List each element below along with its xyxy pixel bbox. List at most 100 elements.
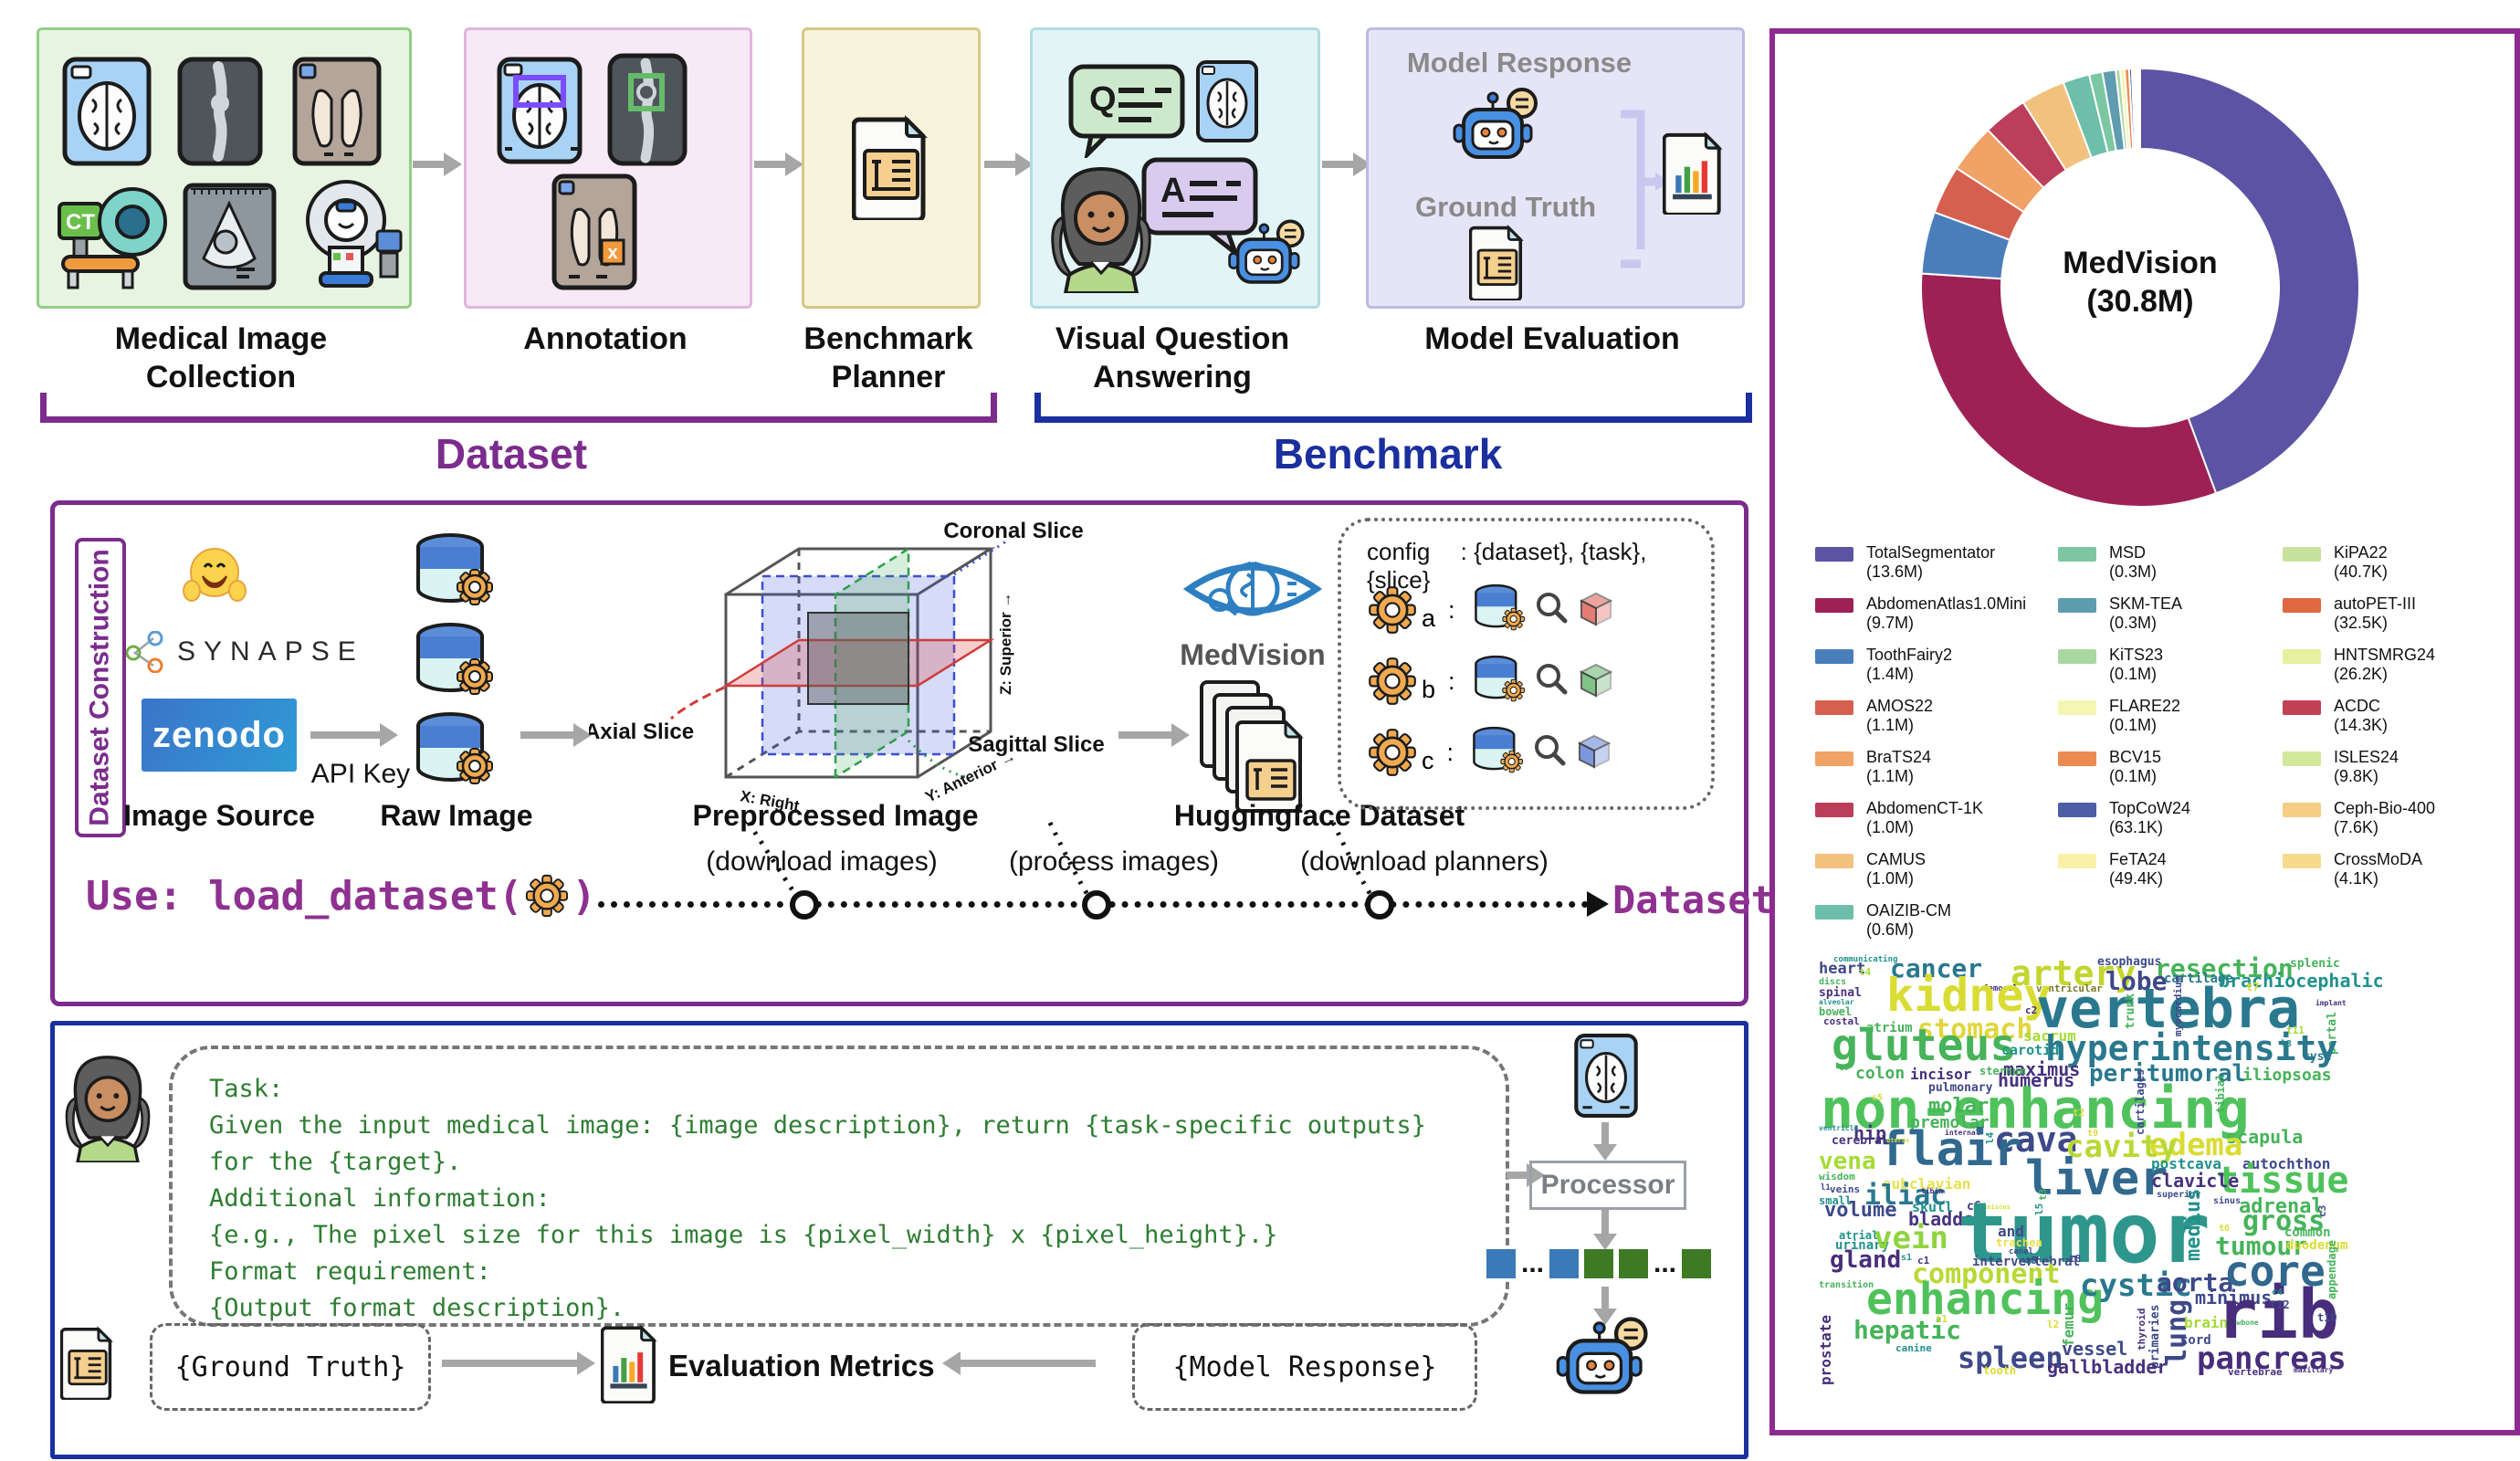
wordcloud-word: cartilages [2134,1068,2147,1135]
wordcloud-word: c3 [2316,1204,2328,1217]
wordcloud-word: common [2284,1225,2331,1240]
wordcloud-word: spleen [1958,1340,2063,1375]
vqa-robot-icon [1228,219,1305,284]
wordcloud-word: sinus [2213,1196,2242,1206]
planner-document-icon [852,115,928,220]
wordcloud-word: wisdom [1819,1171,1855,1182]
svg-text:x: x [607,243,617,263]
wordcloud-word: scapula [2226,1126,2304,1148]
wordcloud-word: urinary [1835,1238,1890,1253]
wordcloud-word: hyperintensity [2045,1028,2338,1068]
benchmark-person-icon [65,1056,151,1162]
wordcloud-word: maxillary [2294,1366,2334,1374]
config-row-c: c: [1367,720,1696,784]
wordcloud-word: adrenal [2239,1195,2324,1218]
legend-label: TotalSegmentator(13.6M) [1866,543,1996,581]
wordcloud-word: transition [1819,1280,1874,1290]
legend-swatch [2283,803,2321,817]
wordcloud-word: costal [1823,1015,1860,1027]
wordcloud-word: ventricle [1819,1124,1859,1132]
wordcloud-word: appendage [2326,1239,2338,1299]
wordcloud-word: t8 [2069,1253,2082,1265]
legend-item-autoPET-III: autoPET-III(32.5K) [2283,594,2416,633]
legend-swatch [2283,700,2321,715]
wordcloud-word: vessel [2062,1338,2128,1360]
wordcloud-word: edema [2149,1127,2243,1163]
wordcloud-word: enhancing [1866,1274,2105,1325]
legend-item-Ceph-Bio-400: Ceph-Bio-400(7.6K) [2283,799,2435,837]
svg-text:Q: Q [1089,80,1117,119]
evaluation-doc-icon [601,1324,657,1403]
wordcloud-word: superior [2157,1190,2201,1200]
vqa-person-icon [1051,166,1151,293]
legend-item-ACDC: ACDC(14.3K) [2283,697,2388,735]
brain-xray-icon [62,57,152,166]
dataset-construction-panel: Dataset Construction SYNAPSE zenodo Imag… [50,500,1774,1006]
wordcloud-word: implant [2315,999,2347,1007]
wordcloud-word: minimus [2195,1287,2273,1309]
dataset-bracket-label: Dataset [435,430,588,478]
ground-truth-doc-icon [1469,225,1524,300]
wordcloud-word: cerebral [1832,1134,1889,1148]
wordcloud-word: brachiocephalic [2219,970,2384,992]
wordcloud-word: iliac [1864,1180,1948,1212]
legend-swatch [1815,700,1853,715]
legend-swatch [2283,547,2321,562]
wordcloud-word: c6 [1967,1200,1981,1214]
wordcloud-word: cavity [2065,1129,2178,1165]
evaluation-metrics-label: Evaluation Metrics [668,1349,935,1382]
legend-label: KiPA22(40.7K) [2334,543,2389,581]
arrow-mr-to-metrics [942,1351,1096,1375]
dataset-bracket [40,393,997,423]
svg-text:A: A [1160,172,1185,210]
legend-swatch [2283,854,2321,868]
wordcloud-word: t11 [2286,1025,2305,1036]
ground-truth-label: Ground Truth [1414,191,1597,223]
wordcloud-word: esophagus [2097,955,2162,969]
vqa-brain-card-icon [1196,60,1258,142]
flow-label-download-planners: (download planners) [1300,846,1549,877]
medvision-donut-chart [1920,67,2360,508]
flow-end-dataset-label: Dataset [1612,878,1775,922]
wordcloud-word: autochthon [2242,1155,2331,1172]
flow-node-2 [1082,890,1111,920]
question-bubble-icon: Q [1068,64,1185,158]
wordcloud-word: hepatic [1853,1315,1962,1345]
wordcloud-word: spinal [1819,986,1862,1000]
ground-truth-box: {Ground Truth} [150,1323,431,1411]
wordcloud-word: bowel [1819,1005,1853,1018]
legend-swatch [2283,752,2321,766]
prompt-line: {e.g., The pixel size for this image is … [209,1221,1278,1249]
donut-center-label: MedVision (30.8M) [2063,246,2218,319]
wordcloud-word: communicating [1833,955,1898,964]
wordcloud-word: lung [2161,1298,2193,1365]
prompt-line: Additional information: [209,1184,551,1213]
wordcloud-word: skull [1912,1199,1954,1215]
synapse-label: SYNAPSE [177,636,364,667]
legend-item-KiTS23: KiTS23(0.1M) [2058,646,2163,684]
legend-label: FeTA24(49.4K) [2109,850,2167,888]
wordcloud-word: myocardium [2172,975,2184,1036]
arrow-gt-to-metrics [442,1351,595,1375]
processor-label: Processor [1540,1170,1675,1200]
benchmark-bracket-label: Benchmark [1273,430,1503,478]
wordcloud-word: cord [2180,1333,2211,1348]
synapse-logo: SYNAPSE [126,631,364,673]
legend-swatch [1815,905,1853,920]
medvision-eye-logo [1182,561,1323,616]
legend-item-AbdomenAtlas1.0Mini: AbdomenAtlas1.0Mini(9.7M) [1815,594,2026,633]
wordcloud-word: cartilage [2164,972,2233,986]
wordcloud-word: t6 [2219,1224,2231,1234]
benchmark-panel: Task:Given the input medical image: {ima… [50,1021,1748,1459]
legend-label: MSD(0.3M) [2109,543,2158,581]
wordcloud-word: heart [1819,960,1866,978]
z-axis-label: Z: Superior → [997,593,1014,695]
prompt-line: for the {target}. [209,1148,462,1176]
legend-label: OAIZIB-CM(0.6M) [1866,901,1951,939]
arrow-prompt-to-processor [1507,1163,1545,1187]
legend-item-MSD: MSD(0.3M) [2058,543,2157,582]
axial-slice-label: Axial Slice [589,720,694,744]
stage-label-evaluation: Model Evaluation [1424,321,1680,356]
prompt-line: Format requirement: [209,1257,491,1286]
